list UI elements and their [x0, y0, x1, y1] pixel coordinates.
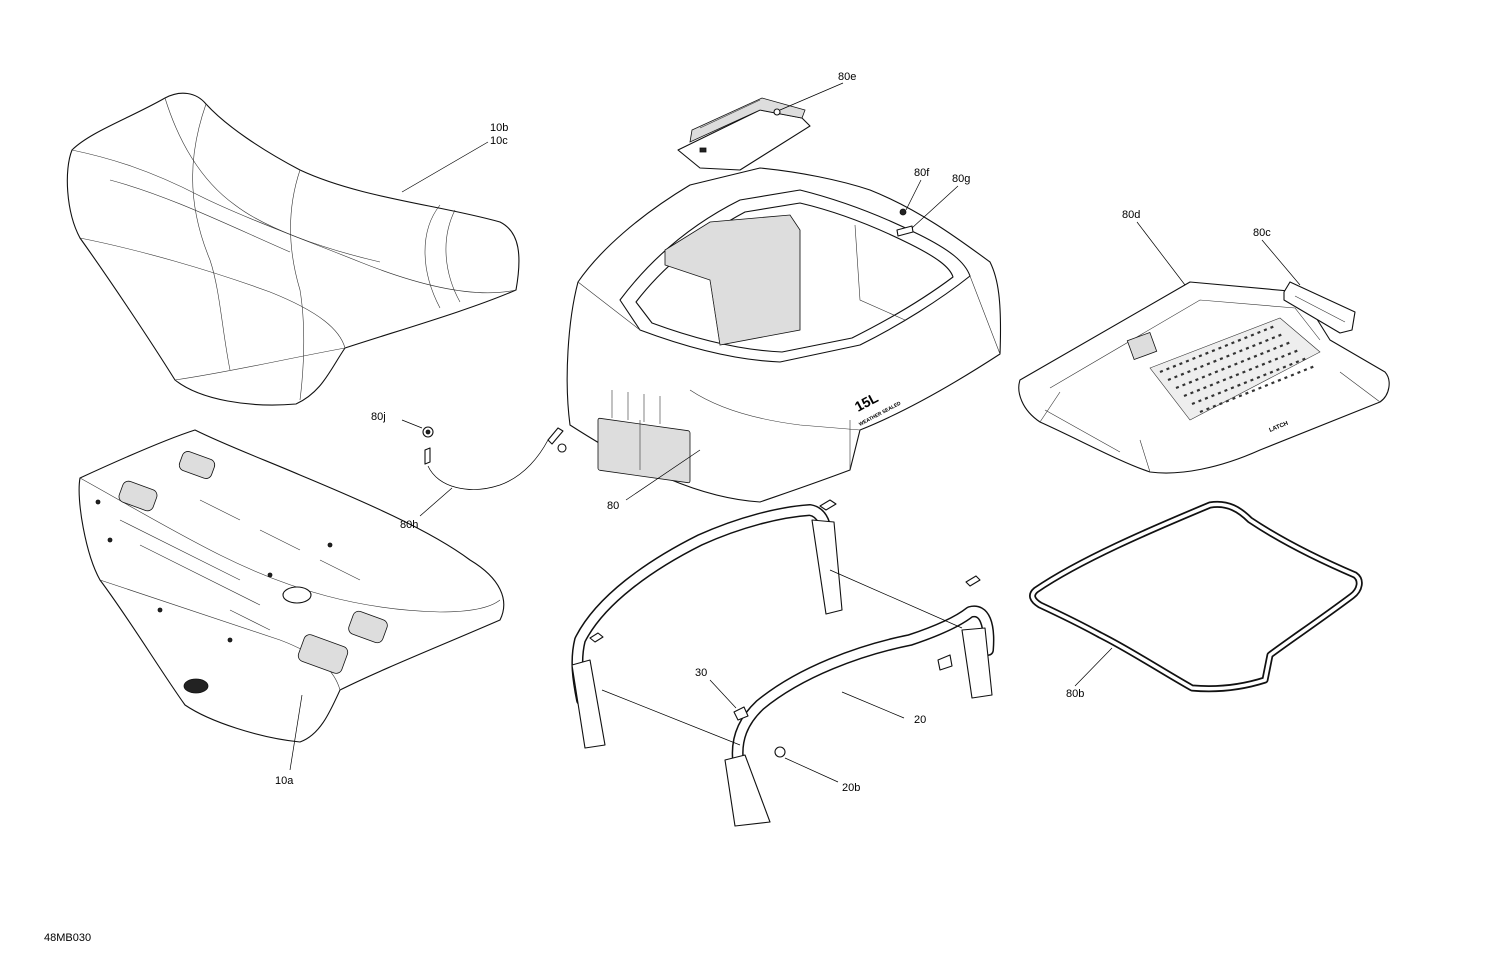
- label-latch: 80c: [1253, 227, 1271, 239]
- seat-cushion-drawing: [66, 92, 520, 406]
- storage-bin-drawing: 15L WEATHER SEALED: [566, 167, 1002, 503]
- label-frame: 20: [914, 714, 926, 726]
- label-seat-base: 10a: [275, 775, 294, 787]
- label-gasket: 80b: [1066, 688, 1084, 700]
- screws-drawing: [896, 208, 914, 237]
- cover-plate-drawing: [677, 97, 811, 171]
- label-seat-alt: 10c: [490, 135, 508, 147]
- gasket-drawing: [1029, 500, 1363, 693]
- leader-lines: [289, 82, 1301, 783]
- label-bin: 80: [607, 500, 619, 512]
- label-screw-g: 80g: [952, 173, 970, 185]
- support-frame-drawing: [571, 499, 995, 827]
- label-bushing: 20b: [842, 782, 860, 794]
- rivet-and-cable-drawing: [422, 426, 567, 490]
- label-lid: 80d: [1122, 209, 1140, 221]
- part-labels: 10b 10c 10a 80e 80f 80g 80d 80c 80 80j 8…: [275, 71, 1271, 794]
- latch-drawing: [1283, 281, 1356, 334]
- lid-vent-grid: [1149, 317, 1321, 421]
- diagram-code: 48MB030: [44, 932, 92, 944]
- label-screw-f: 80f: [914, 167, 930, 179]
- label-rivet: 80j: [371, 411, 386, 423]
- seat-base-drawing: [78, 429, 505, 743]
- label-cover: 80e: [838, 71, 856, 83]
- label-cable: 80h: [400, 519, 418, 531]
- lid-drawing: LATCH: [1018, 281, 1390, 474]
- label-bolt: 30: [695, 667, 707, 679]
- label-seat: 10b: [490, 122, 508, 134]
